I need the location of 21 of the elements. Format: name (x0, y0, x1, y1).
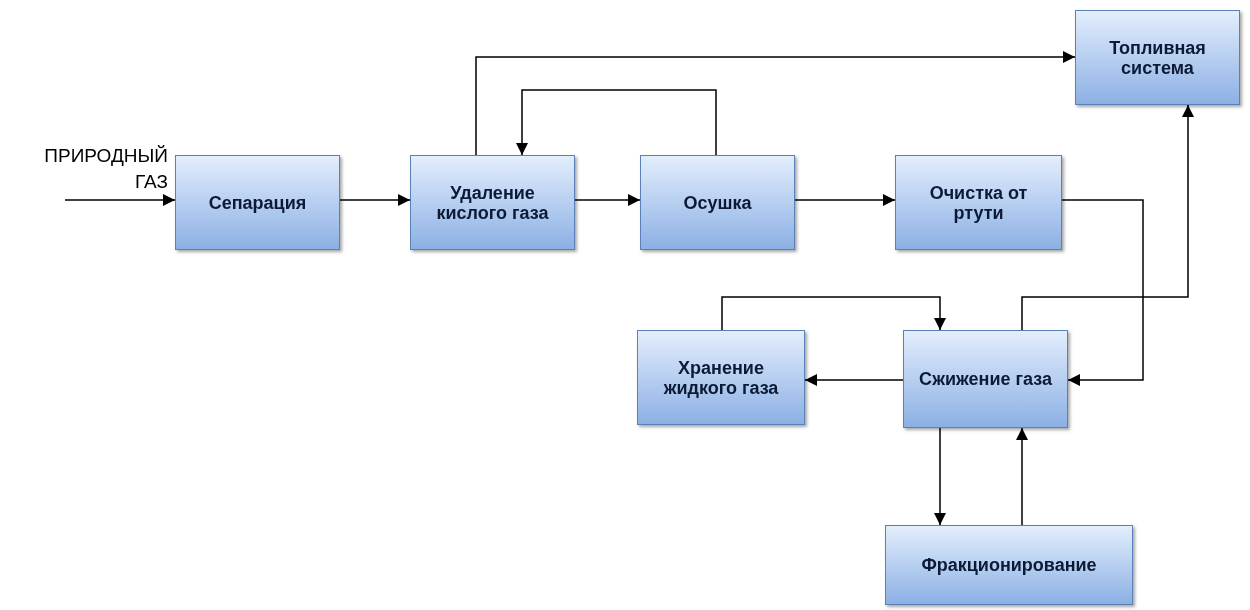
process-box: Очистка от ртути (895, 155, 1062, 250)
arrow (721, 296, 946, 331)
process-box: Хранение жидкого газа (637, 330, 805, 425)
process-box: Фракционирование (885, 525, 1133, 605)
arrow (516, 89, 717, 156)
process-box: Сжижение газа (903, 330, 1068, 428)
arrow (1016, 427, 1028, 526)
arrow (64, 194, 176, 206)
arrow (794, 194, 896, 206)
input-label: ПРИРОДНЫЙ ГАЗ (43, 144, 168, 194)
arrow (475, 51, 1076, 156)
process-box: Топливная система (1075, 10, 1240, 105)
arrow (574, 194, 641, 206)
arrow (339, 194, 411, 206)
arrow (1021, 104, 1194, 331)
process-box: Удаление кислого газа (410, 155, 575, 250)
arrow (934, 427, 946, 526)
process-box: Осушка (640, 155, 795, 250)
arrow (1061, 199, 1144, 386)
process-box: Сепарация (175, 155, 340, 250)
arrow (804, 374, 904, 386)
